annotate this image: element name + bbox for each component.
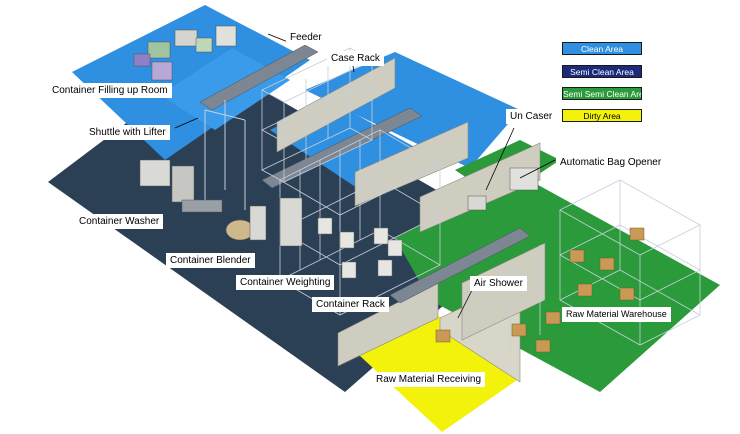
- label-container-blender: Container Blender: [166, 253, 255, 268]
- legend-clean-area: Clean Area: [562, 42, 642, 55]
- container-filling-machines: [133, 25, 237, 81]
- legend-semi-semi-clean-area: Semi Semi Clean Area: [562, 87, 642, 100]
- conveyor-upper: [199, 44, 319, 111]
- bag-opener-machine: [509, 167, 539, 191]
- label-air-shower: Air Shower: [470, 276, 527, 291]
- wall-uncaser: [419, 142, 541, 233]
- warehouse-boxes: [511, 227, 645, 353]
- label-case-rack: Case Rack: [327, 51, 384, 66]
- label-container-weighting: Container Weighting: [236, 275, 335, 290]
- legend-dirty-area: Dirty Area: [562, 109, 642, 122]
- un-caser-machine: [467, 195, 487, 211]
- receiving-boxes: [435, 329, 451, 343]
- label-raw-material-warehouse: Raw Material Warehouse: [562, 307, 671, 322]
- label-raw-material-receiving: Raw Material Receiving: [372, 372, 486, 387]
- shuttle-lifter-structure: [204, 100, 246, 210]
- wall-air-shower: [461, 242, 546, 341]
- conveyor-lower: [389, 227, 531, 304]
- container-blender-machine: [225, 205, 267, 241]
- container-weighting-machine: [279, 197, 303, 247]
- wall-center: [354, 121, 469, 207]
- label-auto-bag-opener: Automatic Bag Opener: [556, 155, 666, 170]
- leader-lines: [174, 33, 556, 319]
- label-shuttle-lifter: Shuttle with Lifter: [85, 125, 170, 140]
- label-container-filling: Container Filling up Room: [48, 83, 172, 98]
- legend-semi-clean-area: Semi Clean Area: [562, 65, 642, 78]
- label-container-washer: Container Washer: [75, 214, 164, 229]
- container-washer-machines: [139, 159, 223, 213]
- rack-containers: [317, 217, 403, 279]
- wall-case-rack: [276, 57, 396, 153]
- label-container-rack: Container Rack: [312, 297, 389, 312]
- conveyor-middle: [261, 107, 423, 189]
- label-feeder: Feeder: [286, 30, 326, 45]
- semi-semi-clean-floor: [395, 175, 720, 392]
- warehouse-rack-structure: [509, 179, 701, 350]
- label-un-caser: Un Caser: [506, 109, 557, 124]
